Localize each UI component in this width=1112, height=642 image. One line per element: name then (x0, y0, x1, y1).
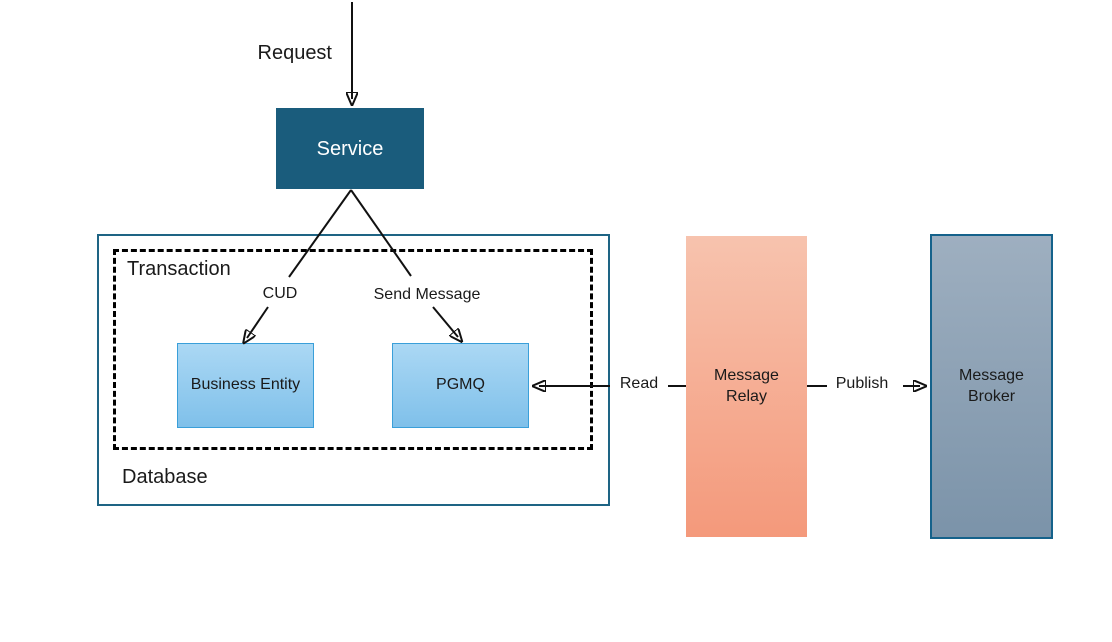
service-node: Service (276, 108, 424, 189)
service-label: Service (316, 137, 384, 160)
business-entity-label: Business Entity (190, 376, 301, 394)
pgmq-node: PGMQ (392, 343, 529, 428)
message-relay-node: Message Relay (686, 236, 807, 537)
pgmq-label: PGMQ (436, 376, 485, 394)
request-edge-label: Request (257, 42, 333, 64)
publish-edge-label: Publish (835, 375, 889, 392)
database-label: Database (122, 466, 208, 488)
message-broker-label: Message Broker (959, 366, 1024, 405)
transaction-label: Transaction (127, 258, 231, 280)
cud-edge-label: CUD (262, 285, 298, 302)
message-relay-label: Message Relay (714, 366, 779, 405)
message-broker-node: Message Broker (930, 234, 1053, 539)
business-entity-node: Business Entity (177, 343, 314, 428)
send-message-edge-label: Send Message (373, 286, 481, 303)
read-edge-label: Read (619, 375, 659, 392)
